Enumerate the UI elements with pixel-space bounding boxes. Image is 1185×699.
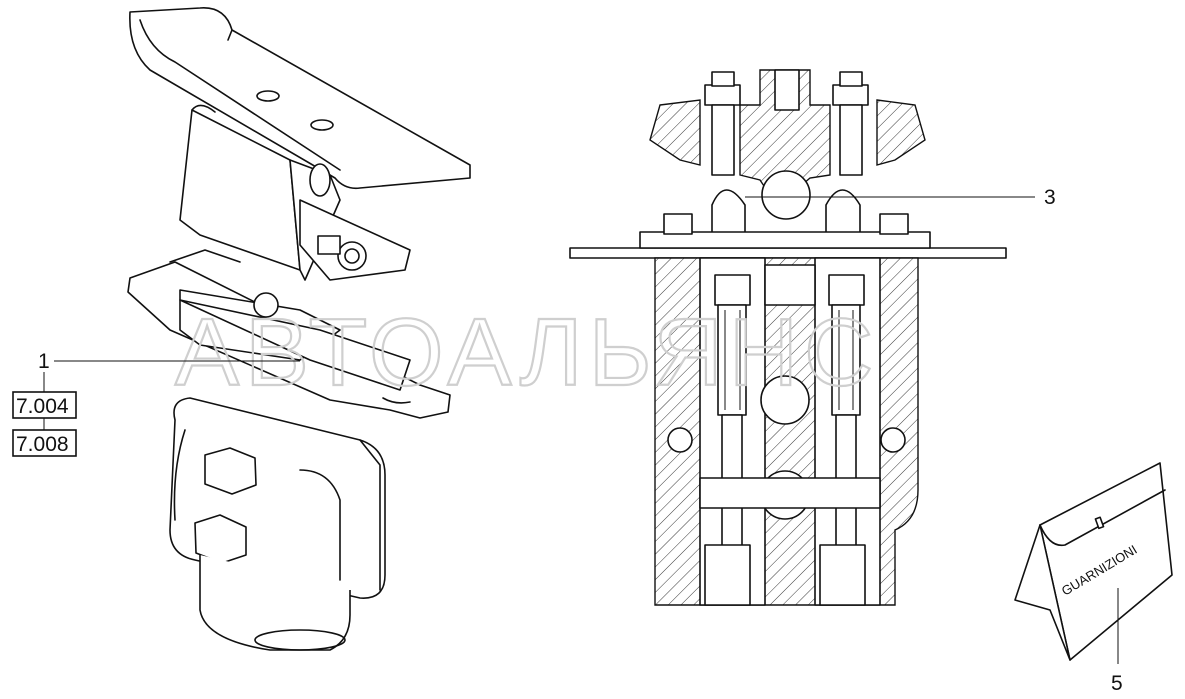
- callout-5-label: 5: [1111, 672, 1123, 695]
- callout-3-label: 3: [1044, 186, 1056, 209]
- gaskets-kit-card: GUARNIZIONI: [1014, 462, 1173, 661]
- watermark-text: АВТОАЛЬЯНС: [175, 299, 879, 406]
- callout-1-label: 1: [38, 350, 50, 373]
- reference-7004: 7.004: [12, 391, 77, 419]
- callout-3: 3: [745, 186, 1056, 209]
- pedal-valve-illustration: [127, 7, 471, 651]
- reference-7008-label: 7.008: [16, 433, 69, 456]
- callout-1: 1: [38, 350, 300, 392]
- callout-5: 5: [1111, 588, 1123, 695]
- section-view-illustration: [569, 69, 1007, 606]
- reference-7008: 7.008: [12, 429, 77, 457]
- reference-7004-label: 7.004: [16, 395, 69, 418]
